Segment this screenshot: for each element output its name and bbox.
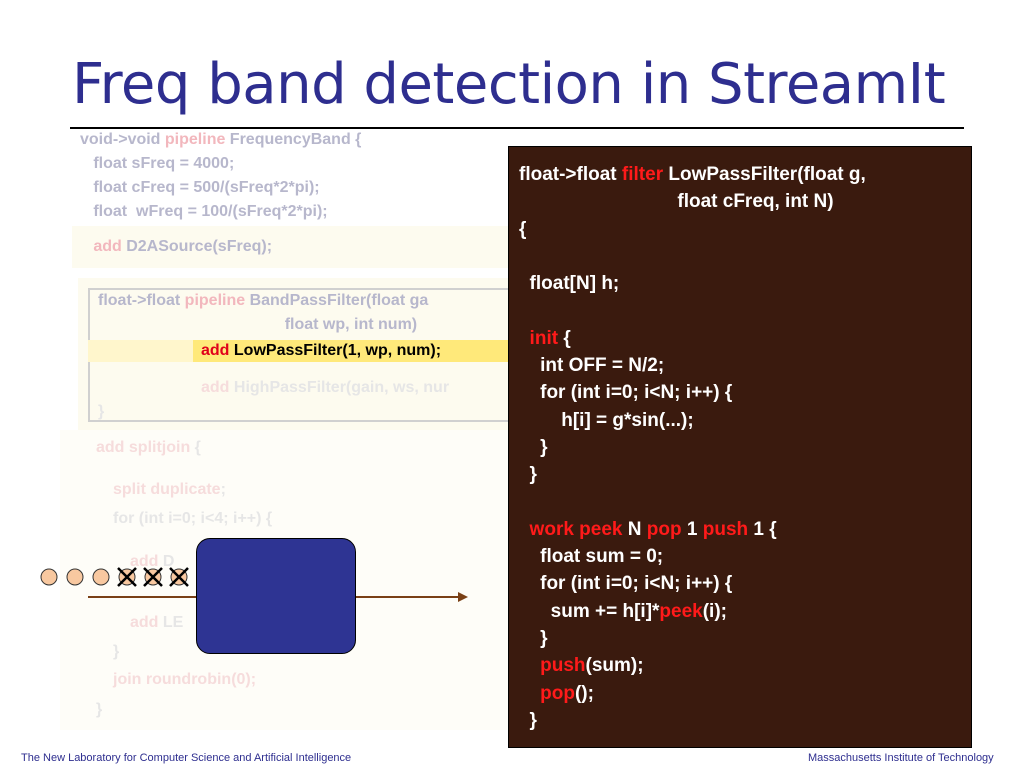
code-line: for (int i=0; i<N; i++) {: [519, 573, 733, 595]
code-line: {: [519, 218, 527, 240]
code-line: float cFreq, int N): [519, 191, 834, 213]
code-line: }: [519, 436, 548, 458]
add-le-line: add LE: [130, 614, 184, 631]
code-line: sum += h[i]*peek(i);: [519, 600, 727, 622]
filter-code: float->float filter LowPassFilter(float …: [519, 161, 866, 734]
title-rule: [70, 127, 964, 129]
bandpass-line-1: float->float pipeline BandPassFilter(flo…: [98, 292, 429, 309]
join-line: join roundrobin(0);: [113, 671, 257, 688]
outer-code-line-4: float wFreq = 100/(sFreq*2*pi);: [80, 203, 328, 220]
item-circle-icon: [92, 568, 110, 586]
consumed-item-icon: [117, 567, 137, 587]
outer-code-line-1: void->void pipeline FrequencyBand {: [80, 131, 362, 148]
outer-code-line-5: add D2ASource(sFreq);: [80, 238, 273, 255]
consumed-item-icon: [169, 567, 189, 587]
lowpass-highlight: [193, 340, 509, 362]
add-source-panel: [72, 226, 512, 268]
lowpass-add-line: add LowPassFilter(1, wp, num);: [201, 342, 442, 359]
add-d-line: add D: [130, 553, 175, 570]
stream-diagram: [40, 567, 468, 602]
code-line: for (int i=0; i<N; i++) {: [519, 382, 733, 404]
lowpass-filter-box: [196, 538, 356, 654]
code-line: push(sum);: [519, 655, 644, 677]
code-line: float sum = 0;: [519, 546, 664, 568]
splitjoin-line: add splitjoin {: [96, 439, 201, 456]
code-line-blank: [519, 489, 866, 516]
code-line-blank: [519, 243, 866, 270]
slide-title: Freq band detection in StreamIt: [72, 52, 946, 117]
consumed-item-icon: [143, 567, 163, 587]
footer-right: Massachusetts Institute of Technology: [808, 752, 994, 764]
for-line: for (int i=0; i<4; i++) {: [113, 510, 273, 527]
code-line: int OFF = N/2;: [519, 355, 665, 377]
code-line: work peek N pop 1 push 1 {: [519, 518, 777, 540]
code-line: float->float filter LowPassFilter(float …: [519, 164, 866, 185]
code-line: }: [519, 464, 537, 486]
item-circle-icon: [66, 568, 84, 586]
code-line: init {: [519, 327, 571, 349]
code-line: }: [519, 628, 548, 650]
code-line: h[i] = g*sin(...);: [519, 409, 694, 431]
footer-left: The New Laboratory for Computer Science …: [21, 752, 352, 764]
code-line: }: [519, 709, 537, 731]
bandpass-highpass-line: add HighPassFilter(gain, ws, nur: [201, 379, 450, 396]
code-line: pop();: [519, 682, 594, 704]
bandpass-line-2: float wp, int num): [98, 316, 418, 333]
code-line-blank: [519, 297, 866, 324]
input-items: [40, 567, 189, 587]
split-line: split duplicate;: [113, 481, 226, 498]
outer-code-line-3: float cFreq = 500/(sFreq*2*pi);: [80, 179, 320, 196]
splitjoin-close: }: [96, 701, 103, 718]
code-line: float[N] h;: [519, 273, 620, 295]
bandpass-close: }: [98, 403, 105, 420]
filter-code-panel: [508, 146, 972, 748]
for-close: }: [113, 643, 120, 660]
item-circle-icon: [40, 568, 58, 586]
outer-code-line-2: float sFreq = 4000;: [80, 155, 235, 172]
